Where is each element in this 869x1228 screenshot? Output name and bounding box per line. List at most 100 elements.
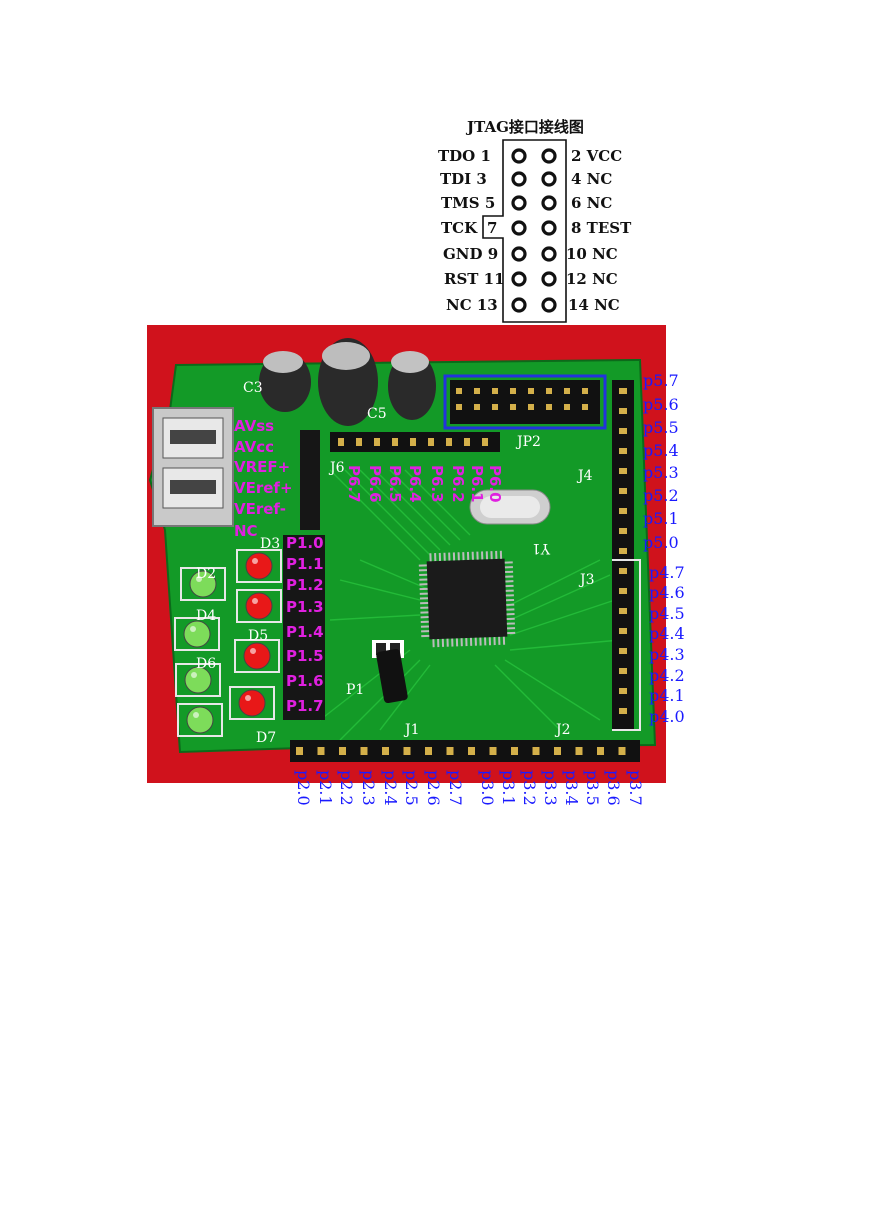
usb-connector bbox=[152, 407, 234, 527]
p5-label: p5.5 bbox=[643, 418, 679, 437]
leds bbox=[174, 549, 282, 737]
bottom-port-label: p2.4 bbox=[381, 770, 400, 806]
p1-label: P1.2 bbox=[286, 576, 324, 594]
jtag-right-label: 10 NC bbox=[566, 245, 618, 263]
silk-d7: D7 bbox=[256, 730, 276, 746]
p1-label: P1.0 bbox=[286, 534, 324, 552]
led bbox=[245, 552, 273, 580]
power-label: VREF+ bbox=[234, 458, 290, 476]
jtag-left-label: GND 9 bbox=[443, 245, 498, 263]
led bbox=[238, 689, 266, 717]
jtag-pin-odd bbox=[511, 195, 527, 211]
p4-port-labels: p4.7p4.6p4.5p4.4p4.3p4.2p4.1p4.0 bbox=[649, 563, 685, 726]
silk-p1: P1 bbox=[346, 682, 364, 698]
p5-port-labels: p5.7p5.6p5.5p5.4p5.3p5.2p5.1p5.0 bbox=[643, 371, 679, 552]
board-photo: C3 C5 JP2 J4 J3 J1 J2 Y1 D2 D3 D4 D5 D6 … bbox=[147, 325, 666, 783]
jtag-left-label: RST 11 bbox=[444, 270, 505, 288]
j6-header bbox=[330, 432, 500, 452]
p5-label: p5.2 bbox=[643, 486, 679, 505]
p5-label: p5.3 bbox=[643, 463, 679, 482]
jtag-left-label: NC 13 bbox=[446, 296, 498, 314]
jumper-p1 bbox=[372, 640, 408, 704]
led bbox=[245, 592, 273, 620]
p6-label: P6.7 bbox=[345, 465, 363, 503]
bottom-port-label: p3.5 bbox=[583, 770, 602, 806]
jtag-right-label: 14 NC bbox=[568, 296, 620, 314]
p6-label: P6.6 bbox=[366, 465, 384, 503]
mcu-chip bbox=[418, 550, 516, 648]
silk-j4: J4 bbox=[576, 468, 593, 484]
power-label: VEref+ bbox=[234, 479, 293, 497]
silk-c5: C5 bbox=[367, 406, 387, 422]
jtag-pin-7-number: 7 bbox=[487, 219, 497, 237]
jtag-right-label: 2 VCC bbox=[571, 147, 622, 165]
bottom-port-label: p2.2 bbox=[337, 770, 356, 806]
jtag-pin-even bbox=[541, 195, 557, 211]
capacitors bbox=[259, 338, 436, 426]
silk-jp2: JP2 bbox=[515, 434, 541, 450]
jtag-pin-even bbox=[541, 148, 557, 164]
jtag-pin-even bbox=[541, 171, 557, 187]
jtag-pin-odd bbox=[511, 246, 527, 262]
jtag-pin-even bbox=[541, 220, 557, 236]
bottom-port-label: p3.4 bbox=[562, 770, 581, 806]
bottom-port-label: p3.0 bbox=[478, 770, 497, 806]
jtag-left-label: TDI 3 bbox=[440, 170, 487, 188]
p6-label: P6.5 bbox=[386, 465, 404, 503]
p6-label: P6.0 bbox=[486, 465, 504, 503]
p4-label: p4.2 bbox=[649, 666, 685, 685]
jp2-header bbox=[443, 374, 607, 430]
p1-label: P1.3 bbox=[286, 598, 324, 616]
jtag-pins bbox=[511, 148, 557, 313]
p6-label: P6.4 bbox=[406, 465, 424, 503]
p6-label: P6.2 bbox=[449, 465, 467, 503]
power-label: AVcc bbox=[234, 438, 274, 456]
p5-label: p5.6 bbox=[643, 395, 679, 414]
jtag-pin-odd bbox=[511, 271, 527, 287]
bottom-port-label: p2.1 bbox=[316, 770, 335, 806]
silk-d3: D3 bbox=[260, 536, 280, 552]
power-label: NC bbox=[234, 522, 258, 540]
bottom-port-label: p2.0 bbox=[294, 770, 313, 806]
silk-d6: D6 bbox=[196, 656, 216, 672]
bottom-port-label: p3.7 bbox=[626, 770, 645, 806]
p4-label: p4.7 bbox=[649, 563, 685, 582]
jtag-pin-even bbox=[541, 297, 557, 313]
p5-label: p5.1 bbox=[643, 509, 679, 528]
p5-label: p5.0 bbox=[643, 533, 679, 552]
jtag-left-label: TCK bbox=[441, 219, 478, 237]
p1-port-labels: P1.0P1.1P1.2P1.3P1.4P1.5P1.6P1.7 bbox=[286, 534, 324, 715]
p1-label: P1.1 bbox=[286, 555, 324, 573]
p1-label: P1.6 bbox=[286, 672, 324, 690]
jtag-pin-even bbox=[541, 271, 557, 287]
p1-label: P1.7 bbox=[286, 697, 324, 715]
bottom-header bbox=[290, 740, 640, 762]
jtag-pin-odd bbox=[511, 148, 527, 164]
bottom-port-label: p2.6 bbox=[424, 770, 443, 806]
jtag-left-label: TMS 5 bbox=[441, 194, 495, 212]
crystal-y1 bbox=[469, 489, 551, 525]
p5-label: p5.4 bbox=[643, 441, 679, 460]
bottom-port-label: p3.2 bbox=[520, 770, 539, 806]
p1-label: P1.5 bbox=[286, 647, 324, 665]
p4-label: p4.3 bbox=[649, 645, 685, 664]
bottom-port-label: p2.7 bbox=[446, 770, 465, 806]
bottom-port-label: p3.1 bbox=[499, 770, 518, 806]
jtag-pin-odd bbox=[511, 297, 527, 313]
bottom-port-label: p3.3 bbox=[541, 770, 560, 806]
p4-label: p4.4 bbox=[649, 624, 685, 643]
jtag-title: JTAG接口接线图 bbox=[465, 118, 584, 136]
jtag-right-label: 6 NC bbox=[571, 194, 612, 212]
jtag-right-label: 8 TEST bbox=[571, 219, 632, 237]
jtag-right-label: 4 NC bbox=[571, 170, 612, 188]
bottom-port-label: p3.6 bbox=[604, 770, 623, 806]
power-label: AVss bbox=[234, 417, 274, 435]
silk-d4: D4 bbox=[196, 608, 216, 624]
silk-c3: C3 bbox=[243, 380, 263, 396]
silk-d5: D5 bbox=[248, 628, 268, 644]
